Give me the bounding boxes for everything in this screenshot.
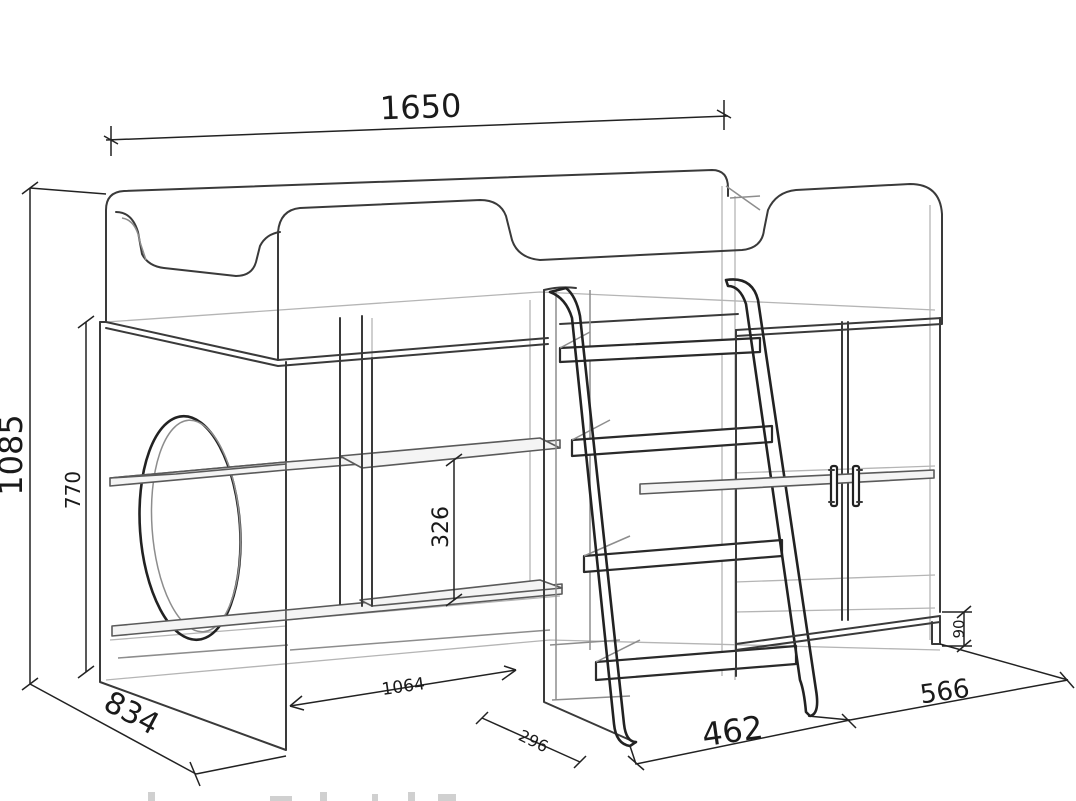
label-under-height: 770	[61, 471, 85, 509]
label-ladder-width: 462	[700, 708, 766, 754]
dimension-lines	[21, 100, 1075, 787]
label-cabinet-length: 566	[918, 674, 971, 711]
label-plinth-height: 90	[950, 619, 968, 638]
label-step-depth: 296	[516, 726, 552, 756]
label-depth: 834	[98, 685, 165, 743]
shelving-unit	[109, 315, 563, 637]
label-total-length: 1650	[379, 87, 462, 128]
door-handle-left-icon	[829, 464, 839, 508]
label-total-height: 1085	[0, 414, 30, 495]
bed-guard-rails	[105, 169, 943, 367]
door-handle-right-icon	[851, 464, 861, 508]
step-unit	[543, 286, 798, 741]
label-shelf-gap: 326	[429, 506, 454, 548]
right-cabinet	[639, 317, 941, 677]
label-under-length: 1064	[380, 674, 426, 700]
watermark	[148, 792, 456, 801]
left-end-panel	[99, 321, 287, 751]
